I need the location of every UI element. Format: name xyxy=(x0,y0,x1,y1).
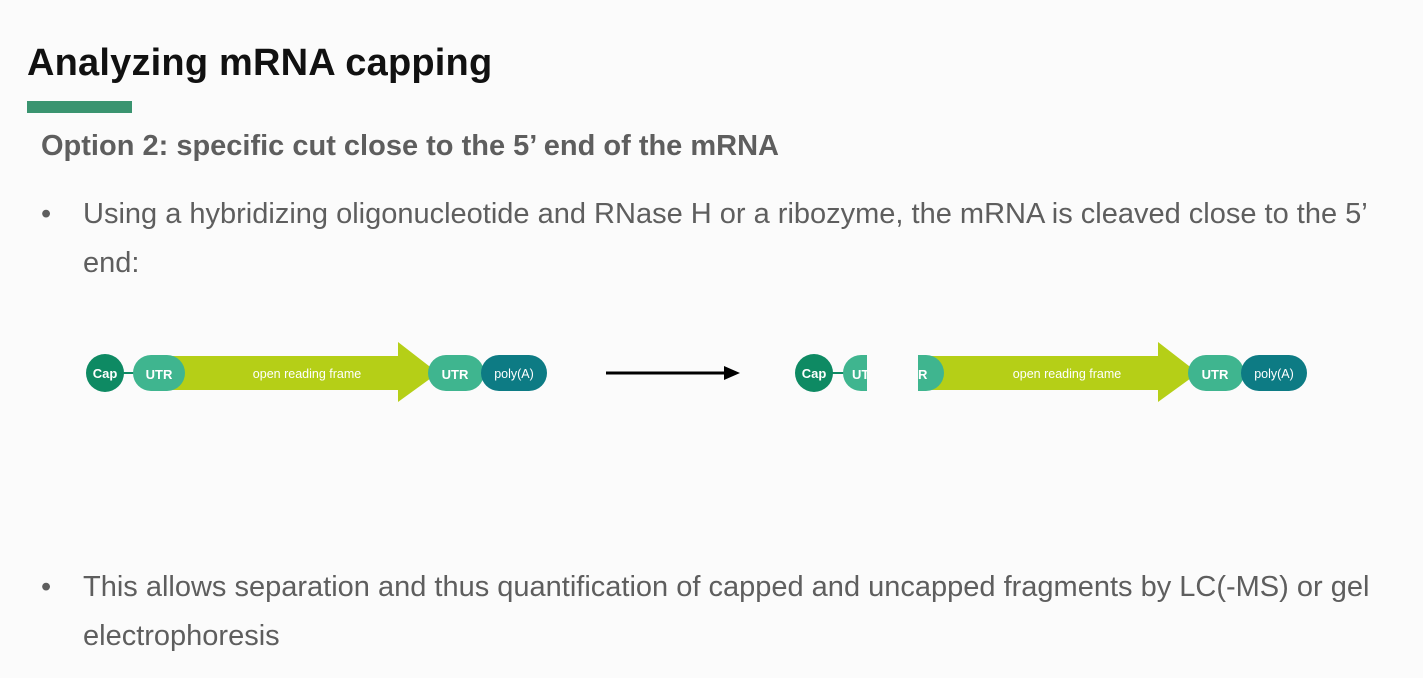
utr3-label: UTR xyxy=(442,367,469,382)
utr5-partial-block xyxy=(918,355,944,391)
title-accent-bar xyxy=(27,101,132,113)
orf-arrow xyxy=(930,342,1198,402)
mrna-full: open reading frame UTR Cap UTR poly(A) xyxy=(86,342,547,402)
polya-label: poly(A) xyxy=(494,367,534,381)
slide-subtitle: Option 2: specific cut close to the 5’ e… xyxy=(41,130,779,162)
orf-label: open reading frame xyxy=(1013,367,1121,381)
cap-circle xyxy=(795,354,833,392)
bullet-text: This allows separation and thus quantifi… xyxy=(83,571,1370,652)
orf-label: open reading frame xyxy=(253,367,361,381)
utr3-block xyxy=(1188,355,1244,391)
bullet-marker: • xyxy=(41,198,52,230)
utr5-partial-label: UT xyxy=(852,367,869,382)
utr5-block xyxy=(133,355,185,391)
polya-block xyxy=(481,355,547,391)
cap-label: Cap xyxy=(802,366,827,381)
bullet-text: Using a hybridizing oligonucleotide and … xyxy=(83,198,1367,279)
utr3-block xyxy=(428,355,484,391)
utr5-partial-label: TR xyxy=(910,367,928,382)
polya-label: poly(A) xyxy=(1254,367,1294,381)
utr5-label: UTR xyxy=(146,367,173,382)
uncapped-fragment: open reading frame TR UTR poly(A) xyxy=(910,342,1307,402)
cap-label: Cap xyxy=(93,366,118,381)
cap-circle xyxy=(86,354,124,392)
polya-block xyxy=(1241,355,1307,391)
utr3-label: UTR xyxy=(1202,367,1229,382)
capped-fragment: UT Cap xyxy=(795,354,869,392)
mrna-cleavage-diagram: open reading frame UTR Cap UTR poly(A) U… xyxy=(86,342,1307,402)
orf-arrow xyxy=(160,342,438,402)
utr5-partial-block xyxy=(843,355,867,391)
slide-title: Analyzing mRNA capping xyxy=(27,42,493,84)
bullet-marker: • xyxy=(41,571,52,603)
reaction-arrow xyxy=(606,366,740,380)
